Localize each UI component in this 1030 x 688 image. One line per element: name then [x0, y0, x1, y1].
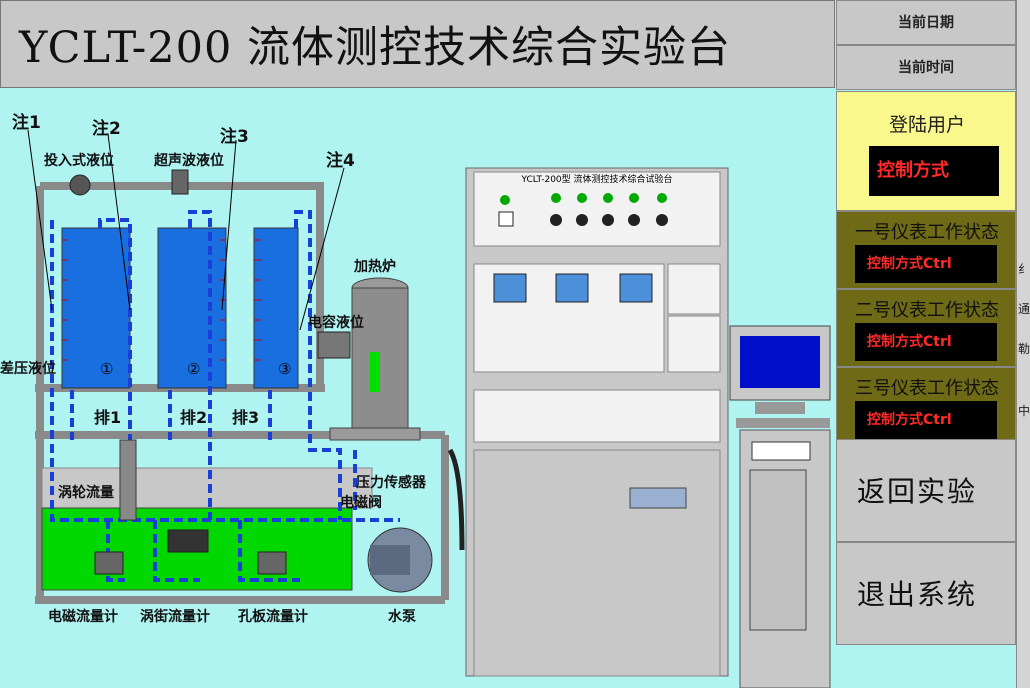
capacitive-level-sensor: [317, 331, 351, 359]
note-4: 注4: [326, 151, 355, 171]
instrument-2-status: 二号仪表工作状态 控制方式Ctrl: [836, 289, 1016, 367]
drain-3-label: 排3: [232, 408, 260, 427]
tank-1: [61, 227, 131, 389]
turbine-flowmeter-device: [119, 439, 137, 521]
note-3: 注3: [220, 127, 249, 147]
login-user-box: 登陆用户 控制方式: [836, 91, 1016, 211]
note-1: 注1: [12, 113, 41, 133]
title-bar: YCLT-200 流体测控技术综合实验台: [0, 0, 835, 88]
app-title: YCLT-200 流体测控技术综合实验台: [19, 23, 731, 73]
edge-char-3: 勒: [1018, 342, 1030, 356]
solenoid-valve-label: 电磁阀: [340, 495, 382, 511]
note-2: 注2: [92, 119, 121, 139]
instrument-3-control-mode: 控制方式Ctrl: [855, 401, 997, 439]
water-pump: [367, 527, 433, 593]
instrument-2-control-mode: 控制方式Ctrl: [855, 323, 997, 361]
note-leaders: [27, 129, 345, 331]
orifice-flowmeter-device: [257, 551, 287, 575]
pump-label: 水泵: [388, 609, 416, 625]
immersion-level-label: 投入式液位: [44, 153, 114, 169]
computer: [729, 325, 831, 688]
ultrasonic-level-label: 超声波液位: [154, 153, 224, 169]
vortex-flowmeter-label: 涡街流量计: [140, 609, 210, 625]
immersion-level-sensor: [69, 174, 91, 196]
pipework: [50, 210, 400, 582]
tank-3: [253, 227, 299, 389]
current-time-label: 当前时间: [836, 45, 1016, 90]
current-date-label: 当前日期: [836, 0, 1016, 45]
control-mode-display: 控制方式: [869, 146, 999, 196]
exit-system-button[interactable]: 退出系统: [836, 542, 1016, 645]
edge-char-2: 通: [1018, 302, 1030, 316]
heater: [329, 277, 421, 441]
ultrasonic-level-sensor: [171, 169, 189, 195]
capacitive-level-label: 电容液位: [308, 315, 364, 331]
edge-char-4: 中: [1018, 404, 1030, 418]
pressure-sensor-label: 压力传感器: [356, 475, 426, 491]
edge-char-1: 纟: [1018, 262, 1030, 276]
turbine-flow-label: 涡轮流量: [58, 485, 114, 501]
heater-label: 加热炉: [354, 259, 396, 275]
instrument-3-label: 三号仪表工作状态: [855, 378, 999, 399]
status-panel: 当前日期 当前时间 登陆用户 控制方式 一号仪表工作状态 控制方式Ctrl 二号…: [836, 0, 1016, 688]
instrument-1-label: 一号仪表工作状态: [855, 222, 999, 243]
drain-1-label: 排1: [94, 408, 122, 427]
em-flowmeter-label: 电磁流量计: [48, 609, 118, 625]
tank-2: [157, 227, 227, 389]
process-diagram: YCLT-200型 流体测控技术综合试验台 ① ② ③: [27, 129, 831, 688]
window-edge: 纟 通 勒 中: [1016, 0, 1030, 688]
instrument-1-status: 一号仪表工作状态 控制方式Ctrl: [836, 211, 1016, 289]
tank-number-1: ①: [100, 360, 113, 378]
instrument-3-status: 三号仪表工作状态 控制方式Ctrl: [836, 367, 1016, 445]
control-cabinet: YCLT-200型 流体测控技术综合试验台: [447, 167, 729, 677]
vortex-flowmeter-device: [167, 529, 209, 553]
instrument-1-control-mode: 控制方式Ctrl: [855, 245, 997, 283]
tank-number-3: ③: [278, 360, 291, 378]
tank-number-2: ②: [187, 360, 200, 378]
cabinet-title: YCLT-200型 流体测控技术综合试验台: [520, 173, 672, 185]
login-user-label: 登陆用户: [888, 114, 965, 136]
orifice-flowmeter-label: 孔板流量计: [238, 609, 308, 625]
instrument-2-label: 二号仪表工作状态: [855, 300, 999, 321]
diff-pressure-level-label: 差压液位: [0, 361, 56, 377]
drain-2-label: 排2: [180, 408, 208, 427]
return-experiment-button[interactable]: 返回实验: [836, 439, 1016, 542]
em-flowmeter-device: [94, 551, 124, 575]
